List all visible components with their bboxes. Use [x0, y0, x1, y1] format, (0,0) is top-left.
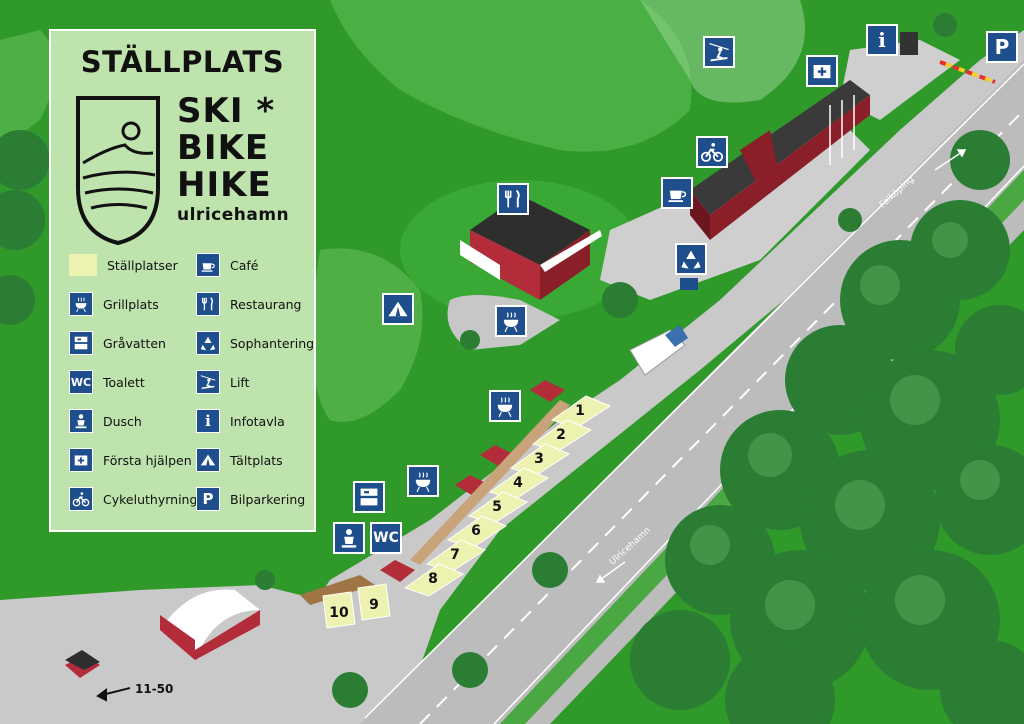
grill-icon: [69, 292, 93, 316]
logo-text: SKI * BIKE HIKE ulricehamn: [177, 93, 289, 226]
greywater-icon: [69, 331, 93, 355]
map-wc-icon: WC: [370, 522, 402, 554]
ski-bike-hike-logo: SKI * BIKE HIKE ulricehamn: [73, 93, 303, 253]
shed-roof: [65, 650, 100, 670]
parking-icon: P: [196, 487, 220, 511]
parking-lot: [357, 583, 391, 621]
legend-item-taltplats: Tältplats: [196, 448, 283, 472]
legend-title: STÄLLPLATS: [80, 45, 285, 79]
cafe-icon: [196, 253, 220, 277]
map-tent-icon: [382, 293, 414, 325]
lot-swatch: [69, 254, 97, 276]
map-grill-icon: [407, 465, 439, 497]
logo-asterisk: *: [256, 91, 276, 131]
logo-hike: HIKE: [177, 165, 272, 205]
ski-slope: [312, 248, 423, 422]
info-icon: i: [196, 409, 220, 433]
map-info-icon: i: [866, 24, 898, 56]
map-grill-icon: [495, 305, 527, 337]
map-greywater-icon: [353, 481, 385, 513]
logo-ski: SKI: [177, 91, 244, 131]
forest-highlight: [690, 222, 1000, 630]
wc-icon: WC: [69, 370, 93, 394]
map-lift-icon: [703, 36, 735, 68]
flagpoles: [829, 95, 855, 165]
map-restaurant-icon: [497, 183, 529, 215]
parking-lot-number: 2: [556, 427, 566, 443]
road-arrow-falkoping: [934, 149, 967, 171]
map-recycle-icon: [675, 243, 707, 275]
barrier: [939, 60, 996, 84]
legend-panel: STÄLLPLATS SKI * BIKE HIKE ulricehamn St…: [49, 29, 316, 532]
map-parking-icon: P: [986, 31, 1018, 63]
legend-item-gravatten: Gråvatten: [69, 331, 166, 355]
legend-item-forsta-hjalpen: Första hjälpen: [69, 448, 192, 472]
wood-deck: [300, 575, 375, 605]
legend-item-stallplatser: Ställplatser: [69, 253, 178, 277]
lane-edge: [364, 63, 1024, 719]
legend-item-cykeluthyrning: Cykeluthyrning: [69, 487, 197, 511]
parking-lot-number: 8: [428, 571, 438, 587]
info-board: [900, 32, 918, 55]
road: [0, 585, 320, 724]
logo-bike: BIKE: [177, 128, 270, 168]
tent-icon: [196, 448, 220, 472]
ski-slope: [0, 30, 55, 150]
parking-lot: [322, 591, 356, 629]
parking-lot-number: 9: [369, 597, 379, 613]
bike-icon: [69, 487, 93, 511]
map-shower-icon: [333, 522, 365, 554]
legend-item-grillplats: Grillplats: [69, 292, 159, 316]
map-first-aid-icon: [806, 55, 838, 87]
parking-lot-number: 7: [450, 547, 460, 563]
parking-lot-number: 10: [329, 605, 349, 621]
parking-lot-number: 1: [575, 403, 585, 419]
restaurant-icon: [196, 292, 220, 316]
first-aid-icon: [69, 448, 93, 472]
legend-item-lift: Lift: [196, 370, 250, 394]
lift-icon: [196, 370, 220, 394]
trees-left: [0, 13, 957, 708]
ski-slope: [330, 0, 692, 152]
legend-item-restaurang: Restaurang: [196, 292, 301, 316]
map-grill-icon: [489, 390, 521, 422]
legend-item-cafe: Café: [196, 253, 258, 277]
direction-label-11-50: 11-50: [135, 682, 174, 696]
shower-icon: [69, 409, 93, 433]
camper-van: [629, 325, 688, 376]
parking-lot-number: 4: [513, 475, 523, 491]
legend-item-dusch: Dusch: [69, 409, 142, 433]
legend-item-sophantering: Sophantering: [196, 331, 314, 355]
road-arrow-ulricehamn: [595, 561, 626, 583]
logo-emblem-icon: [76, 96, 160, 246]
service-road: [250, 30, 1024, 724]
road-arrow-11-50: [96, 687, 131, 702]
parking-lot-number: 3: [534, 451, 544, 467]
recycling-bins: [680, 278, 698, 290]
boardwalk: [410, 400, 570, 565]
parking-lot-number: 5: [492, 499, 502, 515]
parking-lot-number: 6: [471, 523, 481, 539]
hall-building: [160, 589, 260, 660]
map-cafe-icon: [661, 177, 693, 209]
parking-lot: [403, 563, 465, 597]
logo-ulricehamn: ulricehamn: [177, 205, 290, 225]
recycle-icon: [196, 331, 220, 355]
map-bike-icon: [696, 136, 728, 168]
